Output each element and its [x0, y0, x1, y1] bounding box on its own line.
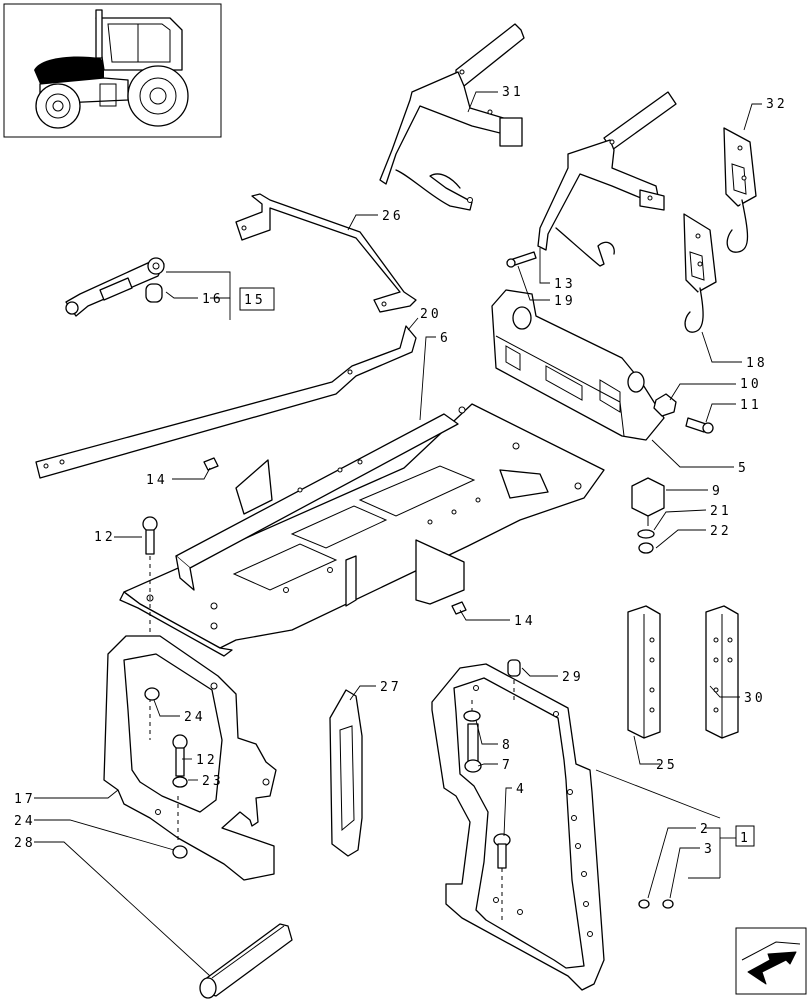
callout-10: 10 [740, 377, 762, 392]
callout-14-upper: 14 [146, 473, 168, 488]
callout-12-lower: 12 [196, 753, 218, 768]
part-16-rod [65, 257, 165, 317]
part-32-hook-bracket [723, 127, 757, 253]
callout-30: 30 [744, 691, 766, 706]
part-12-bolt-upper [142, 516, 158, 680]
callout-7: 7 [502, 758, 513, 773]
callout-3: 3 [704, 842, 715, 857]
callout-28: 28 [14, 836, 36, 851]
callout-20: 20 [420, 307, 442, 322]
part-2-bolt [638, 899, 650, 909]
callout-22: 22 [710, 524, 732, 539]
callout-31: 31 [502, 85, 524, 100]
callout-13: 13 [554, 277, 576, 292]
part-12-bolt-lower [172, 734, 188, 777]
callout-9: 9 [712, 484, 723, 499]
callout-labels: 31 32 26 13 19 16 15 20 6 18 10 11 14 5 … [14, 85, 788, 857]
part-25-post [627, 605, 661, 739]
part-27-strip [329, 689, 363, 857]
part-13-bracket [537, 91, 677, 267]
part-2-side-frame [431, 663, 605, 991]
part-19-bolt [506, 251, 537, 268]
part-29-cap [507, 659, 521, 677]
callout-23: 23 [202, 774, 224, 789]
part-11-bolt [685, 417, 714, 434]
part-22-nut [638, 542, 654, 554]
callout-14-lower: 14 [514, 614, 536, 629]
callout-box-1 [735, 825, 755, 847]
part-9-rubber-mount [631, 477, 665, 526]
part-3-bolt [662, 899, 674, 909]
callout-32: 32 [766, 97, 788, 112]
callout-27: 27 [380, 680, 402, 695]
tractor-thumbnail-icon [3, 3, 222, 138]
callout-26: 26 [382, 209, 404, 224]
callout-12-upper: 12 [94, 530, 116, 545]
part-24-washer-upper [144, 687, 160, 701]
callout-24-upper: 24 [184, 710, 206, 725]
part-14-grease-fitting-bottom [451, 601, 467, 615]
callout-25: 25 [656, 758, 678, 773]
part-17-guard-frame [103, 635, 277, 881]
part-21-washer [637, 529, 655, 539]
part-18-hook-bracket [683, 213, 717, 333]
part-14-grease-fitting-top [203, 457, 219, 471]
part-26-handle [235, 193, 417, 313]
callout-2: 2 [700, 822, 711, 837]
callout-18: 18 [746, 356, 768, 371]
callout-16: 16 [202, 292, 224, 307]
callout-11: 11 [740, 398, 762, 413]
part-8-washer [463, 710, 481, 722]
part-6-main-frame [119, 403, 605, 657]
callout-4: 4 [516, 782, 527, 797]
callout-box-15 [239, 287, 275, 311]
part-23-washer [172, 776, 188, 788]
part-28-roller [199, 923, 293, 999]
callout-6: 6 [440, 331, 451, 346]
callout-8: 8 [502, 738, 513, 753]
callout-15: 15 [244, 293, 266, 308]
callout-17: 17 [14, 792, 36, 807]
part-5-support-block [491, 289, 665, 441]
callout-1: 1 [740, 831, 751, 846]
leader-lines [34, 91, 762, 977]
callout-29: 29 [562, 670, 584, 685]
part-31-mirror-bracket [379, 23, 525, 211]
part-4-bolt [493, 833, 511, 869]
part-7-bolt [464, 723, 482, 773]
callout-5: 5 [738, 461, 749, 476]
next-page-arrow-icon[interactable] [735, 927, 807, 995]
part-30-post [705, 605, 739, 739]
callout-24-lower: 24 [14, 814, 36, 829]
callout-21: 21 [710, 504, 732, 519]
part-24-washer-lower [172, 845, 188, 859]
callout-19: 19 [554, 294, 576, 309]
part-20-strap [35, 325, 417, 479]
